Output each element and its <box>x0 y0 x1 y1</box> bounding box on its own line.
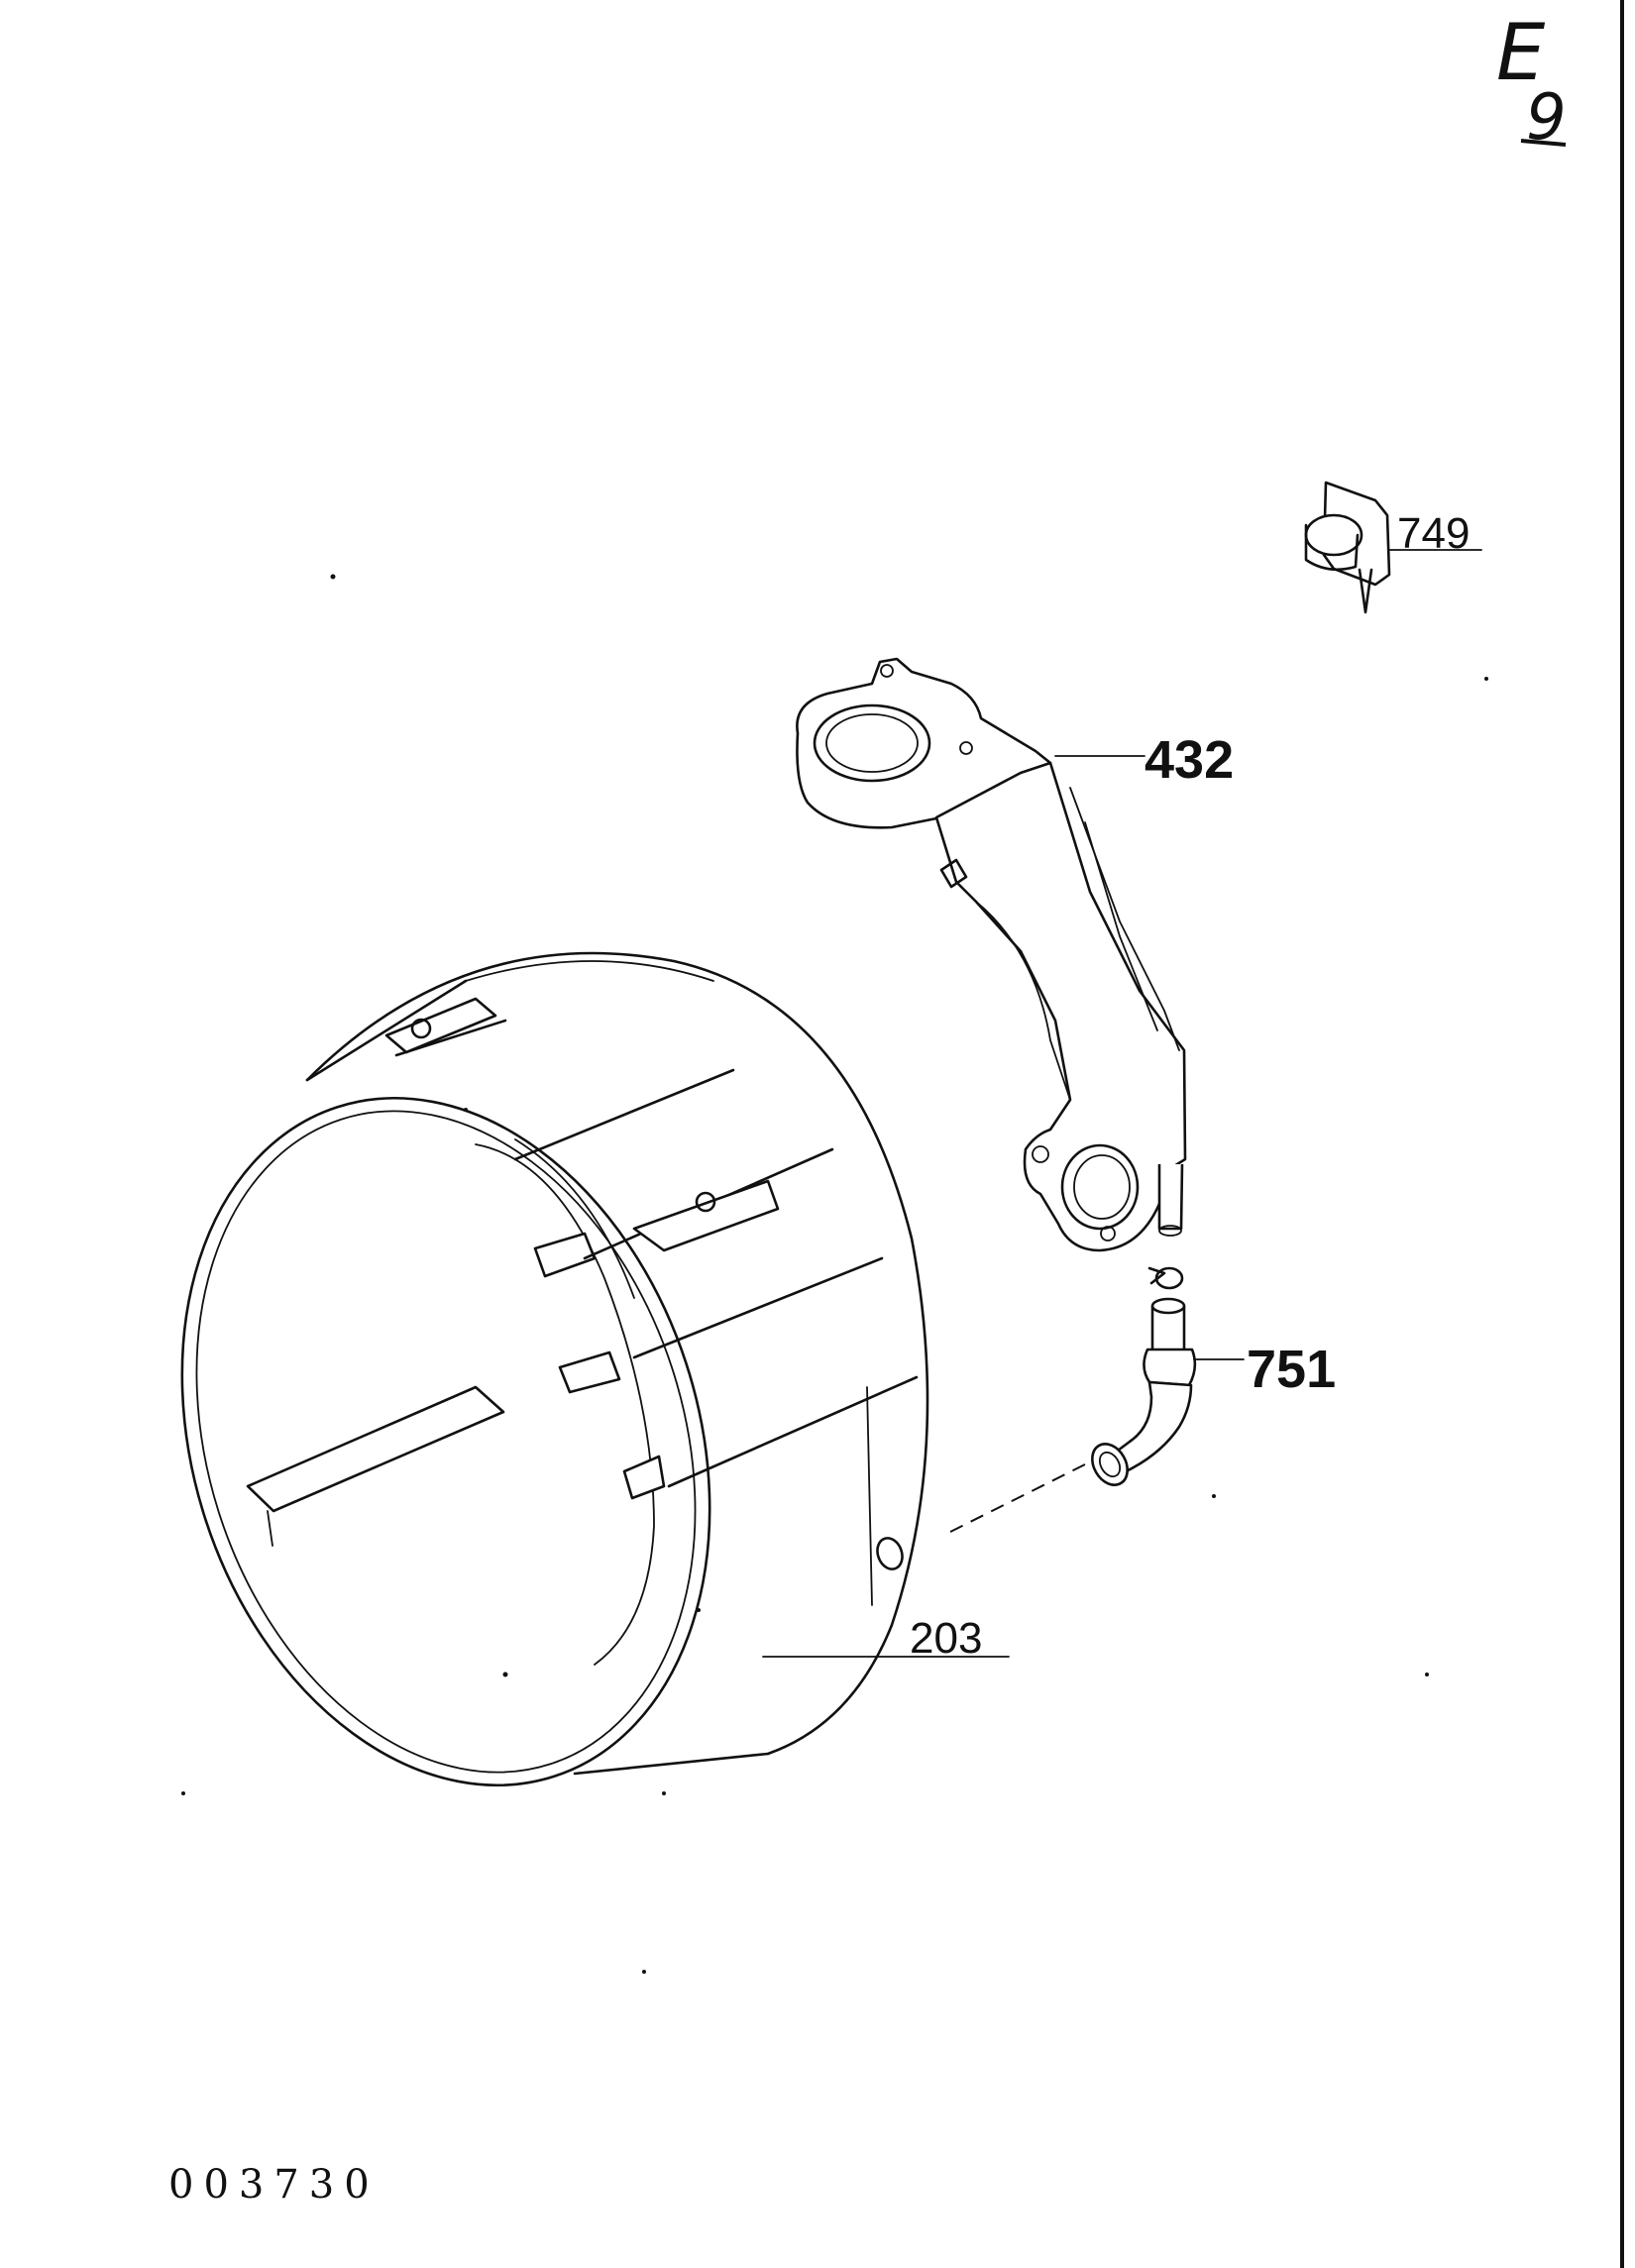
part-label-751: 751 <box>1247 1340 1336 1399</box>
part-label-749: 749 <box>1397 509 1470 558</box>
part-203-drum <box>180 951 1010 1786</box>
sheet-code: 003730 <box>168 2162 380 2208</box>
part-label-432: 432 <box>1144 730 1234 790</box>
page-mark-letter: E <box>1496 9 1546 98</box>
part-label-203: 203 <box>910 1614 982 1663</box>
page-mark: E 9 <box>1496 9 1567 155</box>
part-432-bracket <box>796 657 1187 1252</box>
part-751-hose <box>945 1266 1245 1535</box>
scan-specks <box>181 574 1488 1974</box>
part-749-clip <box>1304 481 1482 614</box>
